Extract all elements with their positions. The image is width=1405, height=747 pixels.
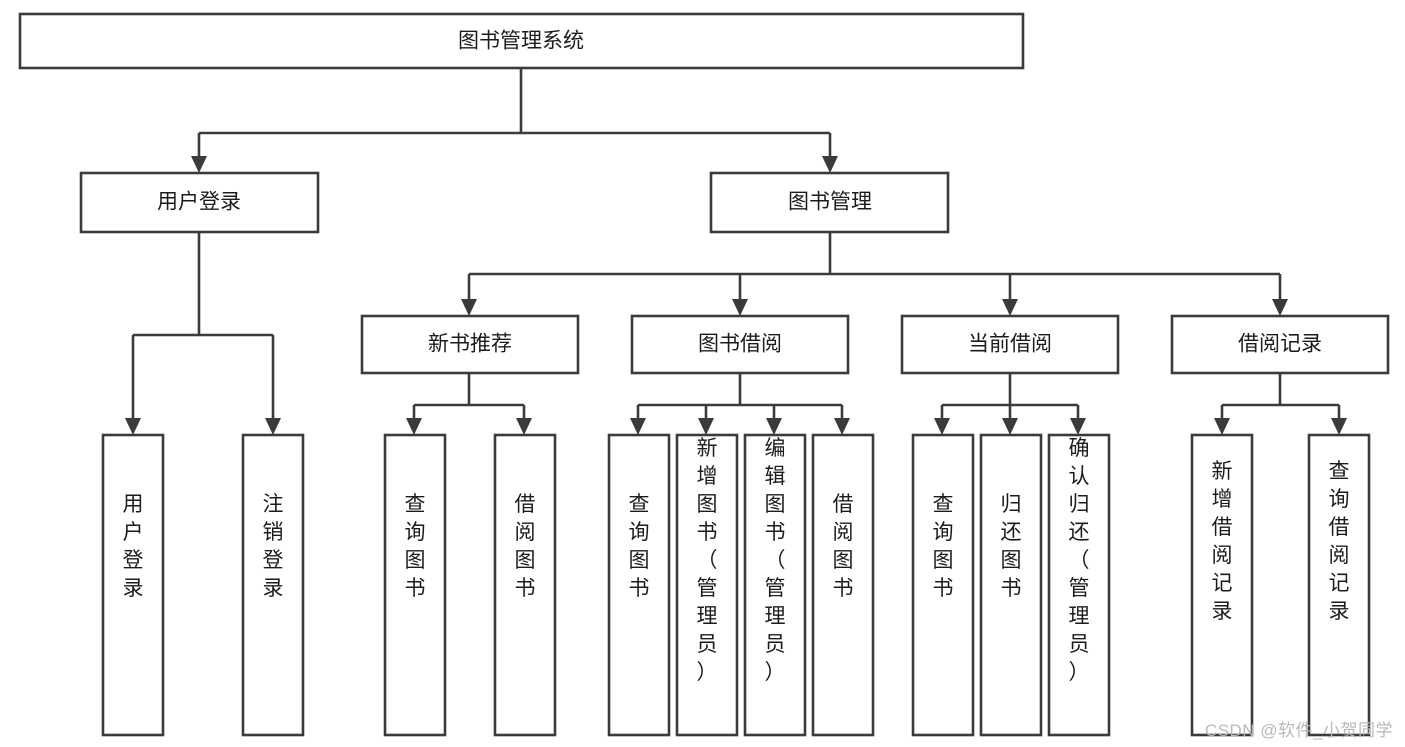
node-user-login-box[interactable] xyxy=(79,171,320,234)
leaf-query-book-3-label: 查询图书 xyxy=(933,493,954,600)
leaf-add-book-admin-box[interactable] xyxy=(675,433,739,737)
leaf-confirm-return-admin[interactable]: 确认归还（管理员） xyxy=(1047,433,1111,737)
leaf-add-borrow-record-box[interactable] xyxy=(1190,433,1254,737)
leaf-edit-book-admin-label: 编辑图书（管理员） xyxy=(765,437,786,684)
node-user-login-label: 用户登录 xyxy=(157,191,241,214)
node-book-management[interactable]: 图书管理 xyxy=(709,171,950,234)
arrow-icon-to-leaf-query-book-3 xyxy=(934,418,950,435)
arrow-icon-root-to-user-login xyxy=(191,156,207,173)
arrow-icon-to-book-borrow xyxy=(732,299,748,316)
leaf-query-borrow-record-box[interactable] xyxy=(1307,433,1371,737)
node-borrow-record-box[interactable] xyxy=(1170,314,1390,375)
connector-group-root xyxy=(191,68,838,173)
node-root-box[interactable] xyxy=(18,12,1025,70)
arrow-icon-to-leaf-query-book-1 xyxy=(406,418,422,435)
leaf-query-book-1[interactable]: 查询图书 xyxy=(383,433,447,737)
leaf-query-book-3-box[interactable] xyxy=(911,433,975,737)
node-user-login[interactable]: 用户登录 xyxy=(79,171,320,234)
node-root-label: 图书管理系统 xyxy=(458,30,584,53)
node-new-book-recommend[interactable]: 新书推荐 xyxy=(360,314,580,375)
watermark: CSDN @软件_小贺同学 xyxy=(1204,721,1393,740)
arrow-icon-to-leaf-user-login xyxy=(125,418,141,435)
connector-group-current-borrow xyxy=(934,373,1086,435)
arrow-icon-to-leaf-confirm-return-admin xyxy=(1070,418,1086,435)
leaf-edit-book-admin-box[interactable] xyxy=(743,433,807,737)
node-new-book-recommend-label: 新书推荐 xyxy=(428,333,512,356)
arrow-icon-root-to-book-management xyxy=(822,156,838,173)
connector-group-book-management xyxy=(461,232,1288,316)
arrow-icon-to-leaf-borrow-book-1 xyxy=(516,418,532,435)
connector-group-borrow-record xyxy=(1214,373,1347,435)
node-book-borrow[interactable]: 图书借阅 xyxy=(630,314,850,375)
arrow-icon-to-leaf-logout-login xyxy=(265,418,281,435)
leaf-user-login[interactable]: 用户登录 xyxy=(101,433,165,737)
leaf-query-book-1-box[interactable] xyxy=(383,433,447,737)
leaf-logout-login-label: 注销登录 xyxy=(263,493,284,600)
node-current-borrow-box[interactable] xyxy=(900,314,1120,375)
leaf-borrow-book-1[interactable]: 借阅图书 xyxy=(493,433,557,737)
leaf-confirm-return-admin-label: 确认归还（管理员） xyxy=(1069,437,1090,684)
leaf-add-book-admin[interactable]: 新增图书（管理员） xyxy=(675,433,739,737)
leaf-confirm-return-admin-box[interactable] xyxy=(1047,433,1111,737)
leaf-query-book-2-label: 查询图书 xyxy=(629,493,650,600)
leaf-edit-book-admin[interactable]: 编辑图书（管理员） xyxy=(743,433,807,737)
connector-group-new-book-recommend xyxy=(406,373,532,435)
node-current-borrow-label: 当前借阅 xyxy=(968,333,1052,356)
leaf-borrow-book-2[interactable]: 借阅图书 xyxy=(811,433,875,737)
arrow-icon-to-new-book-recommend xyxy=(461,299,477,316)
leaf-add-book-admin-label: 新增图书（管理员） xyxy=(697,437,718,684)
connector-group-book-borrow xyxy=(630,373,850,435)
leaf-add-borrow-record[interactable]: 新增借阅记录 xyxy=(1190,433,1254,737)
leaf-logout-login[interactable]: 注销登录 xyxy=(241,433,305,737)
leaf-query-borrow-record-label: 查询借阅记录 xyxy=(1329,460,1350,623)
node-book-borrow-box[interactable] xyxy=(630,314,850,375)
arrow-icon-to-leaf-borrow-book-2 xyxy=(834,418,850,435)
connector-group-user-login xyxy=(125,232,281,435)
leaf-logout-login-box[interactable] xyxy=(241,433,305,737)
leaf-query-borrow-record[interactable]: 查询借阅记录 xyxy=(1307,433,1371,737)
arrow-icon-to-leaf-add-book-admin xyxy=(698,418,714,435)
leaf-query-book-1-label: 查询图书 xyxy=(405,493,426,600)
leaf-return-book-box[interactable] xyxy=(979,433,1043,737)
leaf-query-book-3[interactable]: 查询图书 xyxy=(911,433,975,737)
arrow-icon-to-leaf-edit-book-admin xyxy=(766,418,782,435)
node-book-borrow-label: 图书借阅 xyxy=(698,333,782,356)
arrow-icon-to-leaf-add-borrow-record xyxy=(1214,418,1230,435)
arrow-icon-to-leaf-query-book-2 xyxy=(630,418,646,435)
leaf-query-book-2[interactable]: 查询图书 xyxy=(607,433,671,737)
leaf-query-book-2-box[interactable] xyxy=(607,433,671,737)
node-borrow-record[interactable]: 借阅记录 xyxy=(1170,314,1390,375)
node-current-borrow[interactable]: 当前借阅 xyxy=(900,314,1120,375)
node-book-management-label: 图书管理 xyxy=(788,191,872,214)
leaf-borrow-book-2-box[interactable] xyxy=(811,433,875,737)
leaf-return-book-label: 归还图书 xyxy=(1001,493,1022,600)
node-book-management-box[interactable] xyxy=(709,171,950,234)
leaf-user-login-box[interactable] xyxy=(101,433,165,737)
arrow-icon-to-current-borrow xyxy=(1002,299,1018,316)
arrow-icon-to-leaf-query-borrow-record xyxy=(1331,418,1347,435)
arrow-icon-to-leaf-return-book xyxy=(1002,418,1018,435)
leaf-return-book[interactable]: 归还图书 xyxy=(979,433,1043,737)
node-root[interactable]: 图书管理系统 xyxy=(18,12,1025,70)
node-borrow-record-label: 借阅记录 xyxy=(1238,333,1322,356)
leaf-user-login-label: 用户登录 xyxy=(123,493,144,600)
leaf-add-borrow-record-label: 新增借阅记录 xyxy=(1212,460,1233,623)
arrow-icon-to-borrow-record xyxy=(1272,299,1288,316)
leaf-borrow-book-1-label: 借阅图书 xyxy=(515,493,536,600)
node-new-book-recommend-box[interactable] xyxy=(360,314,580,375)
leaf-borrow-book-2-label: 借阅图书 xyxy=(833,493,854,600)
leaf-borrow-book-1-box[interactable] xyxy=(493,433,557,737)
